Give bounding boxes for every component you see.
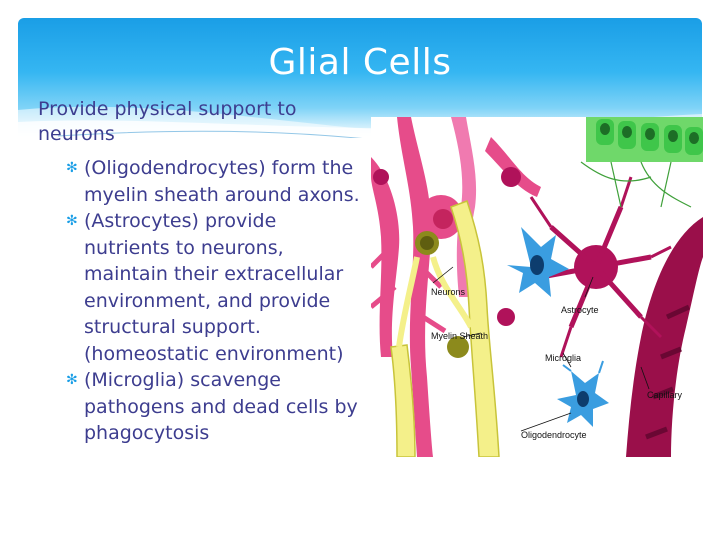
astrocyte-cells <box>373 167 672 358</box>
ependymal-cells <box>586 117 703 162</box>
label-capillary: Capillary <box>647 390 683 400</box>
bullet-item: ✻ (Oligodendrocytes) form the myelin she… <box>66 155 366 208</box>
label-myelin-sheath: Myelin Sheath <box>431 331 489 341</box>
label-leader-lines <box>432 266 650 432</box>
myelin-sheath <box>390 200 500 457</box>
label-astrocyte: Astrocyte <box>561 305 599 315</box>
bullet-item: ✻ (Astrocytes) provide nutrients to neur… <box>66 208 366 367</box>
glial-cells-illustration: Neurons Myelin Sheath Astrocyte Microgli… <box>371 117 703 457</box>
label-oligodendrocyte: Oligodendrocyte <box>521 430 587 440</box>
bullet-text: (Oligodendrocytes) form the myelin sheat… <box>84 157 360 206</box>
bullet-item: ✻ (Microglia) scavenge pathogens and dea… <box>66 367 366 447</box>
glial-cells-drawing <box>371 117 703 457</box>
label-neurons: Neurons <box>431 287 466 297</box>
label-microglia: Microglia <box>545 353 582 363</box>
bullet-star-icon: ✻ <box>66 372 78 388</box>
bullet-text: (Microglia) scavenge pathogens and dead … <box>84 369 358 444</box>
neuron-cells <box>371 117 541 457</box>
fibrous-network <box>580 161 692 208</box>
bullet-star-icon: ✻ <box>66 213 78 229</box>
bullet-text: (Astrocytes) provide nutrients to neuron… <box>84 210 344 365</box>
capillary-vessel <box>626 217 703 457</box>
intro-text: Provide physical support to neurons <box>38 98 297 145</box>
bullet-list: ✻ (Oligodendrocytes) form the myelin she… <box>66 155 366 447</box>
slide-title: Glial Cells <box>268 42 452 83</box>
bullet-star-icon: ✻ <box>66 160 78 176</box>
